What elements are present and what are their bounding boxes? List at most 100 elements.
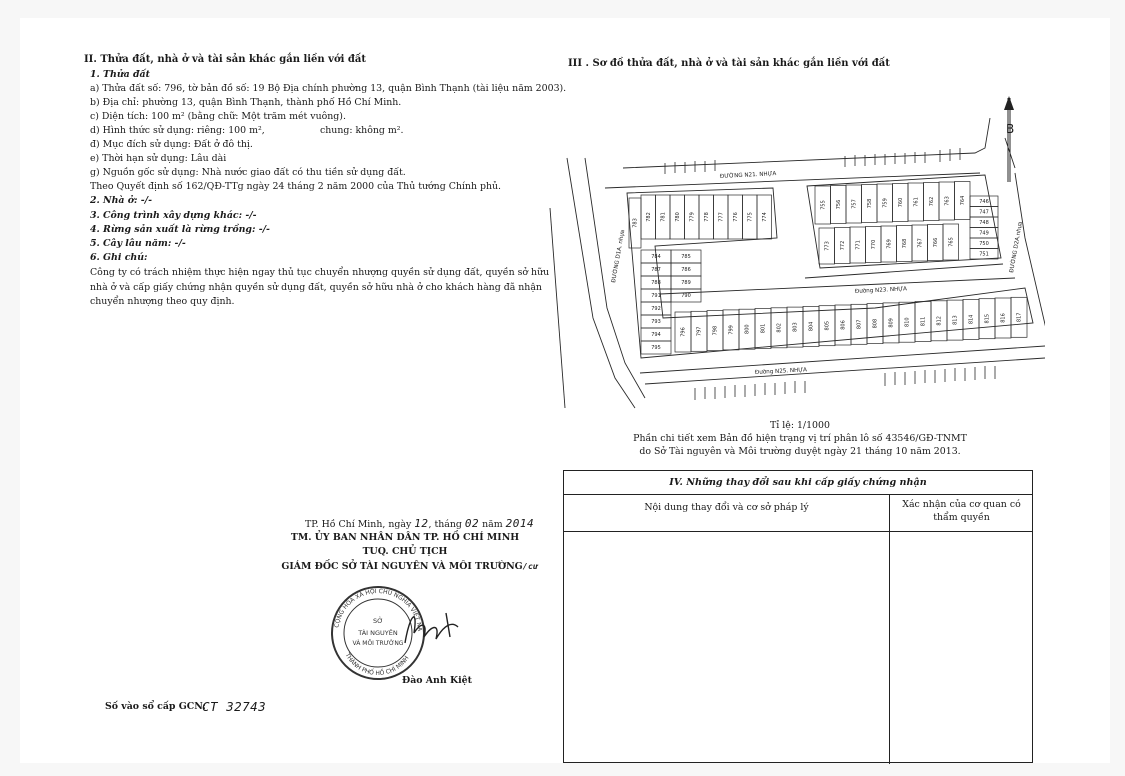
lot-number-label: 807	[857, 320, 863, 330]
changes-table-header: Nội dung thay đổi và cơ sở pháp lý Xác n…	[564, 494, 1032, 532]
lot-number-label: 782	[646, 212, 652, 222]
map-detail-line-1: Phần chi tiết xem Bản đồ hiện trạng vị t…	[633, 433, 967, 444]
handwritten-signature	[404, 612, 459, 644]
lot-number-label: 775	[747, 212, 753, 222]
lot-number-label: 758	[867, 199, 873, 209]
lot-number-label: 806	[841, 320, 847, 330]
lot-number-label: 784	[651, 254, 661, 260]
lot-number-label: 779	[689, 212, 695, 222]
lot-number-label: 757	[851, 199, 857, 209]
lot-number-label: 799	[729, 325, 735, 335]
section-4-title: IV. Những thay đổi sau khi cấp giấy chứn…	[564, 471, 1032, 495]
lot-number-label: 805	[825, 321, 831, 331]
road-label-n21: ĐƯỜNG N21. NHỰA	[720, 170, 777, 180]
road-label-n25: Đường N25. NHỰA	[755, 366, 808, 376]
changes-table: IV. Những thay đổi sau khi cấp giấy chứn…	[563, 470, 1033, 764]
lot-parcel	[640, 340, 672, 355]
lot-number-label: 809	[889, 318, 895, 328]
lot-number-label: 749	[979, 230, 989, 236]
lot-number-label: 796	[681, 327, 687, 337]
address-line: b) Địa chỉ: phường 13, quận Bình Thạnh, …	[90, 97, 402, 108]
table-column-divider	[889, 494, 890, 764]
lot-parcel	[670, 288, 702, 303]
authority-role-2-text: GIÁM ĐỐC SỞ TÀI NGUYÊN VÀ MÔI TRƯỜNG	[281, 561, 523, 572]
notes-text: Công ty có trách nhiệm thực hiện ngay th…	[90, 267, 550, 307]
origin-line: g) Nguồn gốc sử dụng: Nhà nước giao đất …	[90, 167, 406, 178]
lot-number-label: 804	[809, 322, 815, 332]
lot-number-label: 814	[969, 315, 975, 325]
date-year-prefix: năm	[482, 519, 503, 530]
lot-number-label: 777	[718, 212, 724, 222]
usage-form-line: d) Hình thức sử dụng: riêng: 100 m²,	[90, 125, 265, 136]
lot-number-label: 761	[913, 197, 919, 207]
north-arrow-icon	[1000, 96, 1016, 184]
lot-number-label: 812	[937, 316, 943, 326]
usage-form-shared: chung: không m².	[320, 125, 404, 136]
lot-number-label: 746	[979, 199, 989, 205]
lot-number-label: 762	[929, 197, 935, 207]
lot-number-label: 793	[651, 319, 661, 325]
lot-number-label: 747	[979, 209, 989, 215]
lot-number-label: 760	[898, 198, 904, 208]
decision-line: Theo Quyết định số 162/QĐ-TTg ngày 24 th…	[90, 181, 502, 192]
seal-center-line-3: VÀ MÔI TRƯỜNG	[353, 640, 404, 647]
lot-number-label: 765	[948, 237, 954, 247]
lot-number-label: 813	[953, 315, 959, 325]
parcel-number-line: a) Thửa đất số: 796, tờ bản đồ số: 19 Bộ…	[90, 83, 567, 94]
lot-parcel	[628, 197, 642, 249]
item-2-house: 2. Nhà ở: -/-	[90, 195, 152, 206]
signing-date: TP. Hồ Chí Minh, ngày 12, tháng 02 năm 2…	[305, 517, 535, 532]
lot-number-label: 810	[905, 317, 911, 327]
lot-number-label: 771	[855, 240, 861, 250]
official-seal-stamp: CỘNG HÒA XÃ HỘI CHỦ NGHĨA VIỆT NAM THÀNH…	[328, 583, 425, 680]
lot-number-label: 811	[921, 317, 927, 327]
lot-number-label: 797	[697, 327, 703, 337]
lot-number-label: 748	[979, 220, 989, 226]
road-label-d2a: ĐƯỜNG D2A.nhựa	[1008, 221, 1024, 273]
lot-number-label: 751	[979, 251, 989, 257]
lot-number-label: 767	[917, 238, 923, 248]
item-6-notes-title: 6. Ghi chú:	[90, 252, 148, 263]
lot-number-label: 790	[681, 293, 691, 299]
term-line: e) Thời hạn sử dụng: Lâu dài	[90, 153, 227, 164]
date-day: 12	[414, 517, 429, 530]
lot-number-label: 817	[1017, 313, 1023, 323]
date-year: 2014	[505, 517, 535, 530]
date-month: 02	[464, 517, 480, 530]
road-label-n23: Đường N23. NHỰA	[855, 285, 908, 295]
lot-number-label: 803	[793, 322, 799, 332]
item-3-construction: 3. Công trình xây dựng khác: -/-	[90, 210, 257, 221]
lot-number-label: 776	[733, 212, 739, 222]
lot-number-label: 756	[836, 200, 842, 210]
signer-name: Đào Anh Kiệt	[402, 675, 472, 686]
item-1-title: 1. Thửa đất	[90, 69, 150, 80]
lot-number-label: 792	[651, 306, 661, 312]
lot-number-label: 768	[902, 239, 908, 249]
purpose-line: đ) Mục đích sử dụng: Đất ở đô thị.	[90, 139, 253, 150]
lot-parcel	[1010, 296, 1028, 338]
date-month-prefix: , tháng	[428, 519, 462, 530]
lot-number-label: 781	[660, 212, 666, 222]
authority-role-2: GIÁM ĐỐC SỞ TÀI NGUYÊN VÀ MÔI TRƯỜNG/cư	[265, 561, 555, 574]
lot-number-label: 816	[1001, 313, 1007, 323]
lot-number-label: 795	[651, 345, 661, 351]
date-prefix: TP. Hồ Chí Minh, ngày	[305, 519, 412, 530]
road-label-d1a: ĐƯỜNG D1A. nhựa	[610, 229, 626, 283]
lot-number-label: 763	[944, 196, 950, 206]
lot-number-label: 759	[882, 198, 888, 208]
lot-number-label: 774	[762, 212, 768, 222]
lot-number-label: 798	[713, 326, 719, 336]
column-header-confirmation: Xác nhận của cơ quan có thẩm quyền	[902, 499, 1021, 523]
registry-label: Số vào sổ cấp GCN:	[105, 701, 206, 712]
item-5-trees: 5. Cây lâu năm: -/-	[90, 238, 186, 249]
lot-number-label: 786	[681, 267, 691, 273]
lot-number-label: 788	[651, 280, 661, 286]
authority-role-2-suffix: /cư	[522, 562, 539, 571]
lot-number-label: 764	[960, 196, 966, 206]
lot-parcel	[942, 223, 959, 261]
seal-center-line-2: TÀI NGUYÊN	[357, 628, 398, 637]
lot-parcel	[969, 248, 999, 260]
area-line: c) Diện tích: 100 m² (bằng chữ: Một trăm…	[90, 111, 346, 122]
lot-number-label: 789	[681, 280, 691, 286]
